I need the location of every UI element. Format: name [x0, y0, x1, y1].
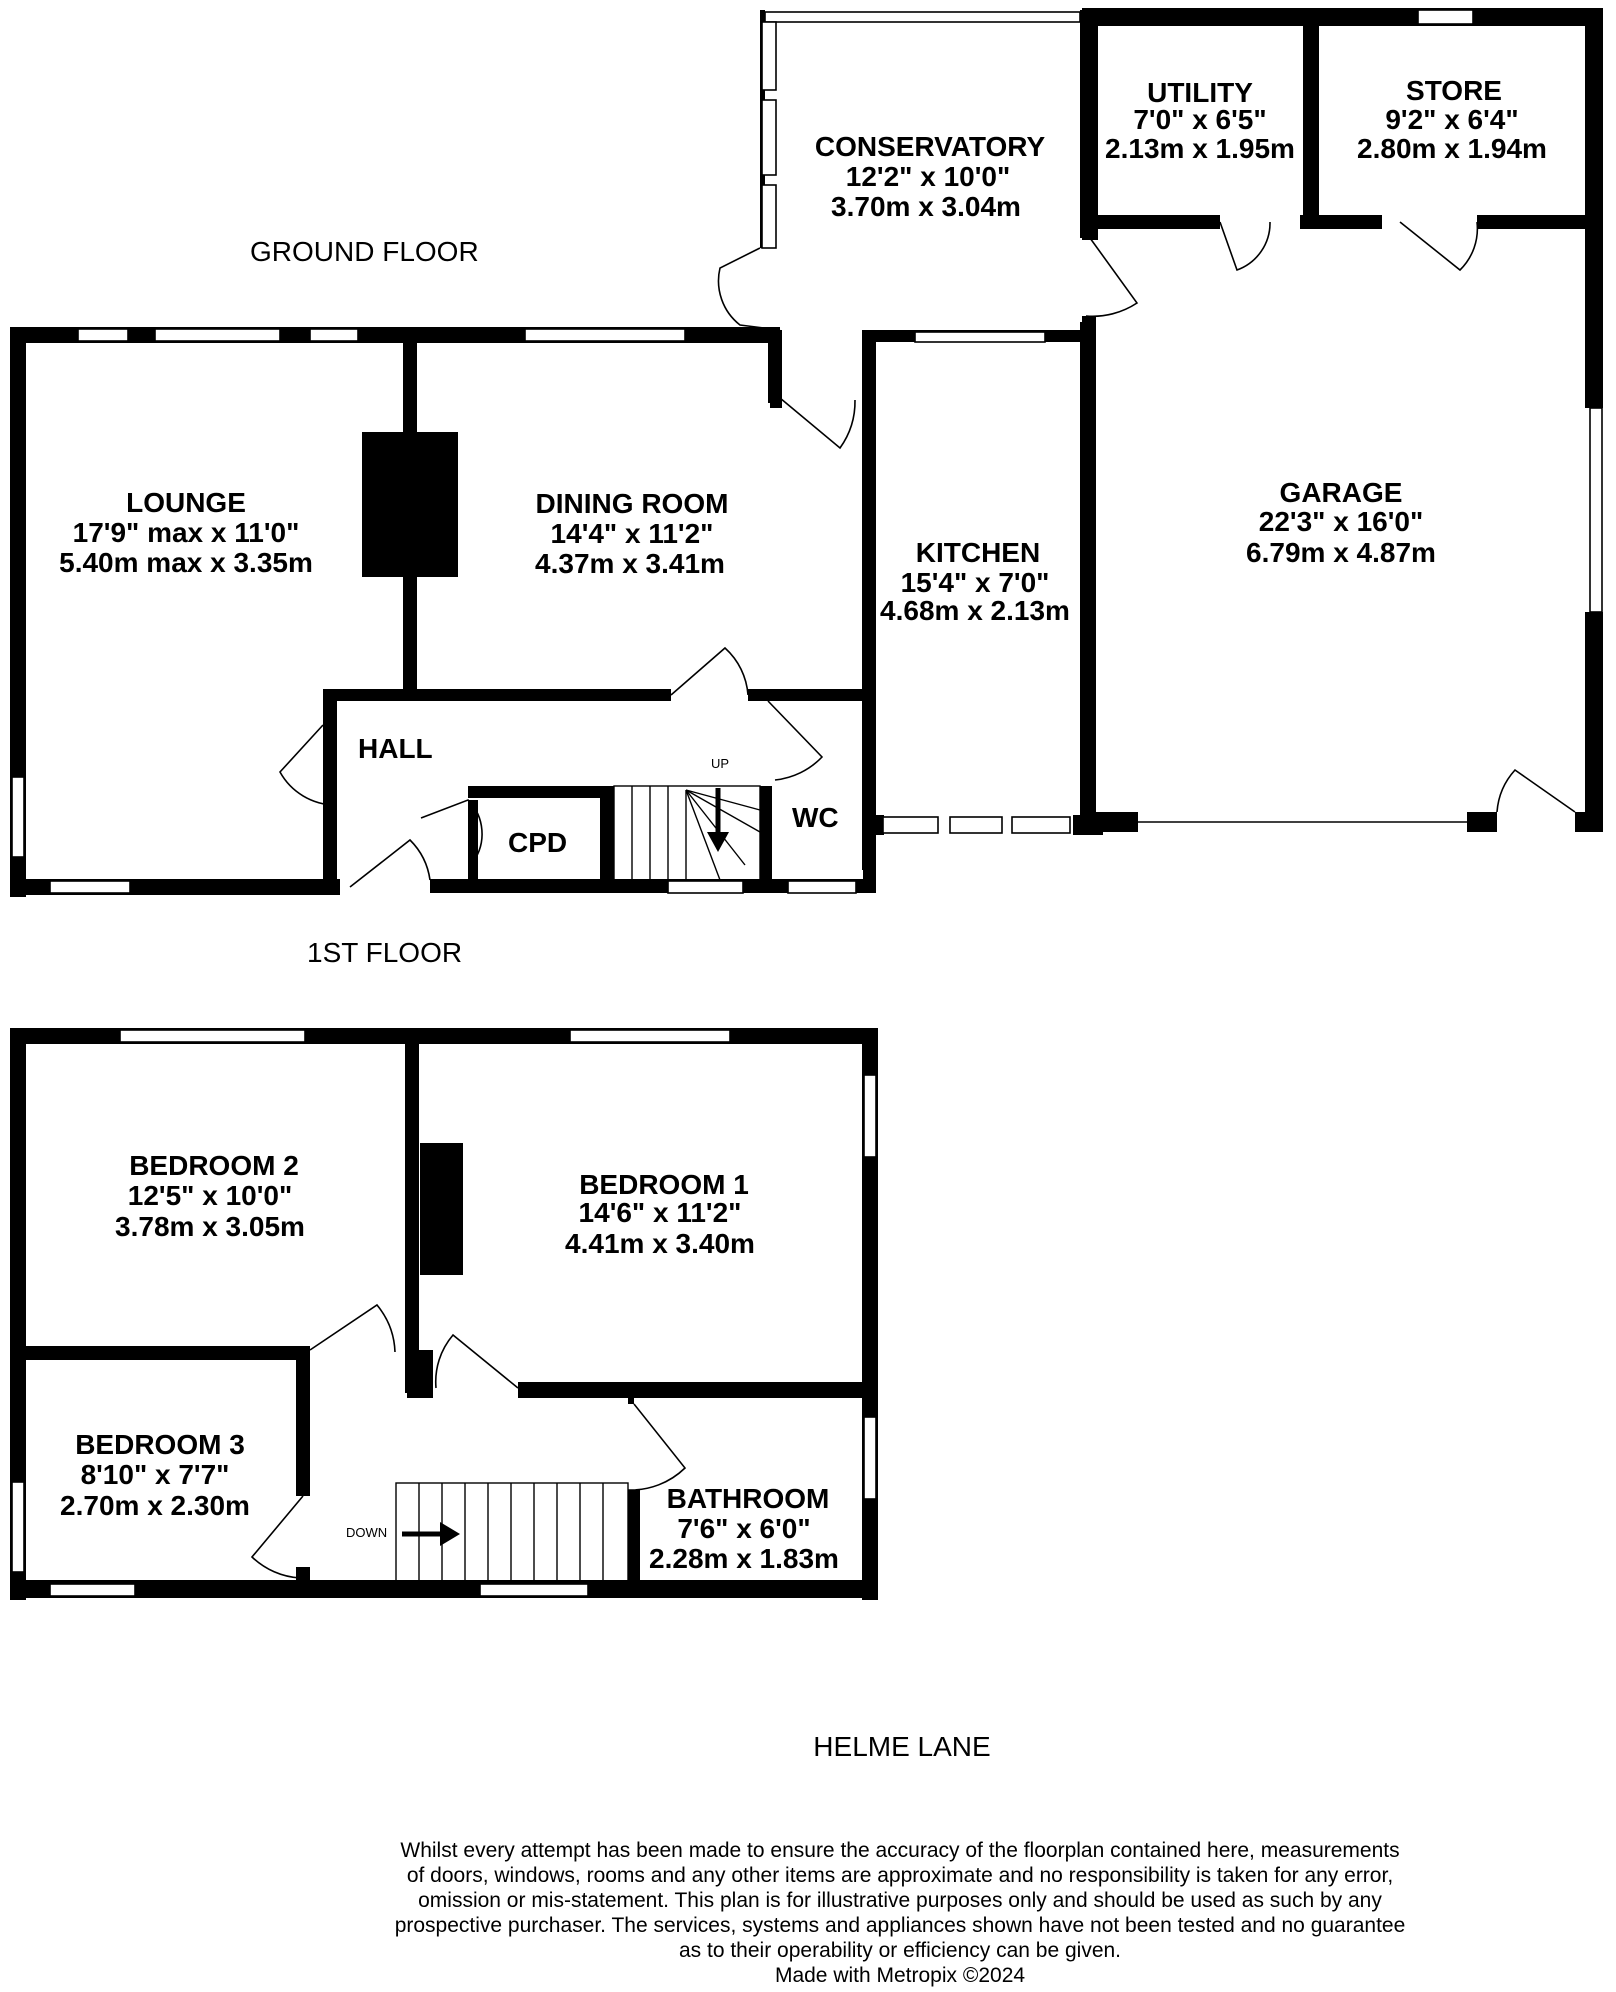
room-metric: 4.41m x 3.40m	[565, 1228, 755, 1259]
room-metric: 2.28m x 1.83m	[649, 1543, 839, 1574]
room-imperial: 7'6" x 6'0"	[677, 1513, 810, 1544]
stairs-up-label: UP	[711, 756, 729, 771]
room-imperial: 17'9" max x 11'0"	[73, 517, 300, 548]
room-name: DINING ROOM	[536, 488, 729, 519]
room-imperial: 7'0" x 6'5"	[1133, 104, 1266, 135]
ground-floor-windows	[11, 9, 1603, 894]
room-bathroom: BATHROOM 7'6" x 6'0" 2.28m x 1.83m	[649, 1483, 839, 1574]
room-metric: 2.70m x 2.30m	[60, 1490, 250, 1521]
disclaimer-line: as to their operability or efficiency ca…	[679, 1939, 1121, 1962]
disclaimer-line: prospective purchaser. The services, sys…	[395, 1914, 1406, 1937]
staircase-first	[395, 1482, 629, 1584]
room-name: BEDROOM 2	[129, 1150, 299, 1181]
room-imperial: 12'5" x 10'0"	[128, 1180, 292, 1211]
room-metric: 5.40m max x 3.35m	[59, 547, 313, 578]
ground-floor-label: GROUND FLOOR	[250, 236, 479, 267]
room-metric: 4.68m x 2.13m	[880, 595, 1070, 626]
disclaimer: Whilst every attempt has been made to en…	[395, 1839, 1406, 1987]
address-label: HELME LANE	[813, 1731, 990, 1762]
room-store: STORE 9'2" x 6'4" 2.80m x 1.94m	[1357, 75, 1547, 164]
room-utility: UTILITY 7'0" x 6'5" 2.13m x 1.95m	[1105, 77, 1295, 164]
room-metric: 4.37m x 3.41m	[535, 548, 725, 579]
room-name: KITCHEN	[916, 537, 1040, 568]
room-imperial: 9'2" x 6'4"	[1385, 104, 1518, 135]
room-metric: 6.79m x 4.87m	[1246, 537, 1436, 568]
room-name: CONSERVATORY	[815, 131, 1046, 162]
ground-floor-doors	[279, 221, 1576, 888]
disclaimer-line: Whilst every attempt has been made to en…	[400, 1839, 1399, 1862]
first-floor-doors	[250, 1303, 687, 1579]
chimney-breast-first	[420, 1143, 463, 1275]
metropix-credit: Made with Metropix ©2024	[775, 1964, 1025, 1987]
room-imperial: 14'4" x 11'2"	[551, 518, 714, 549]
chimney-breast-ground	[362, 432, 458, 577]
room-imperial: 22'3" x 16'0"	[1259, 506, 1423, 537]
room-metric: 3.70m x 3.04m	[831, 191, 1021, 222]
room-metric: 2.13m x 1.95m	[1105, 133, 1295, 164]
room-imperial: 15'4" x 7'0"	[901, 567, 1050, 598]
stairs-down-label: DOWN	[346, 1525, 387, 1540]
room-garage: GARAGE 22'3" x 16'0" 6.79m x 4.87m	[1246, 477, 1436, 568]
room-name: STORE	[1406, 75, 1502, 106]
room-name: BATHROOM	[667, 1483, 830, 1514]
room-cpd: CPD	[508, 827, 567, 858]
room-name: UTILITY	[1147, 77, 1253, 108]
room-lounge: LOUNGE 17'9" max x 11'0" 5.40m max x 3.3…	[59, 487, 313, 578]
room-kitchen: KITCHEN 15'4" x 7'0" 4.68m x 2.13m	[880, 537, 1070, 626]
room-imperial: 14'6" x 11'2"	[579, 1197, 742, 1228]
room-conservatory: CONSERVATORY 12'2" x 10'0" 3.70m x 3.04m	[815, 131, 1046, 222]
disclaimer-line: of doors, windows, rooms and any other i…	[407, 1864, 1393, 1887]
disclaimer-line: omission or mis-statement. This plan is …	[418, 1889, 1382, 1912]
room-bedroom3: BEDROOM 3 8'10" x 7'7" 2.70m x 2.30m	[60, 1429, 250, 1521]
room-imperial: 8'10" x 7'7"	[81, 1459, 230, 1490]
room-metric: 2.80m x 1.94m	[1357, 133, 1547, 164]
room-wc: WC	[792, 802, 839, 833]
room-name: GARAGE	[1280, 477, 1403, 508]
room-metric: 3.78m x 3.05m	[115, 1211, 305, 1242]
room-name: BEDROOM 1	[579, 1169, 749, 1200]
room-hall: HALL	[358, 733, 433, 764]
room-bedroom2: BEDROOM 2 12'5" x 10'0" 3.78m x 3.05m	[115, 1150, 305, 1242]
room-name: LOUNGE	[126, 487, 246, 518]
first-floor-windows	[11, 1029, 877, 1597]
room-imperial: 12'2" x 10'0"	[846, 161, 1010, 192]
first-floor-label: 1ST FLOOR	[307, 937, 462, 968]
ground-floor-walls	[10, 8, 1603, 897]
staircase-ground	[613, 785, 761, 881]
room-bedroom1: BEDROOM 1 14'6" x 11'2" 4.41m x 3.40m	[565, 1169, 755, 1259]
room-name: BEDROOM 3	[75, 1429, 245, 1460]
room-dining: DINING ROOM 14'4" x 11'2" 4.37m x 3.41m	[535, 488, 728, 579]
